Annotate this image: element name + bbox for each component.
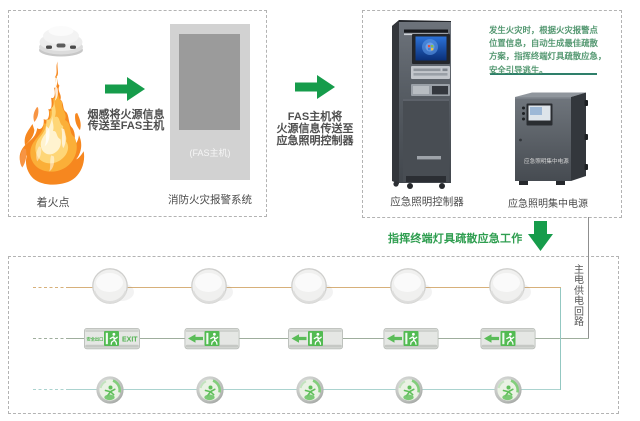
svg-text:应急照明集中电源: 应急照明集中电源 [524, 157, 569, 165]
